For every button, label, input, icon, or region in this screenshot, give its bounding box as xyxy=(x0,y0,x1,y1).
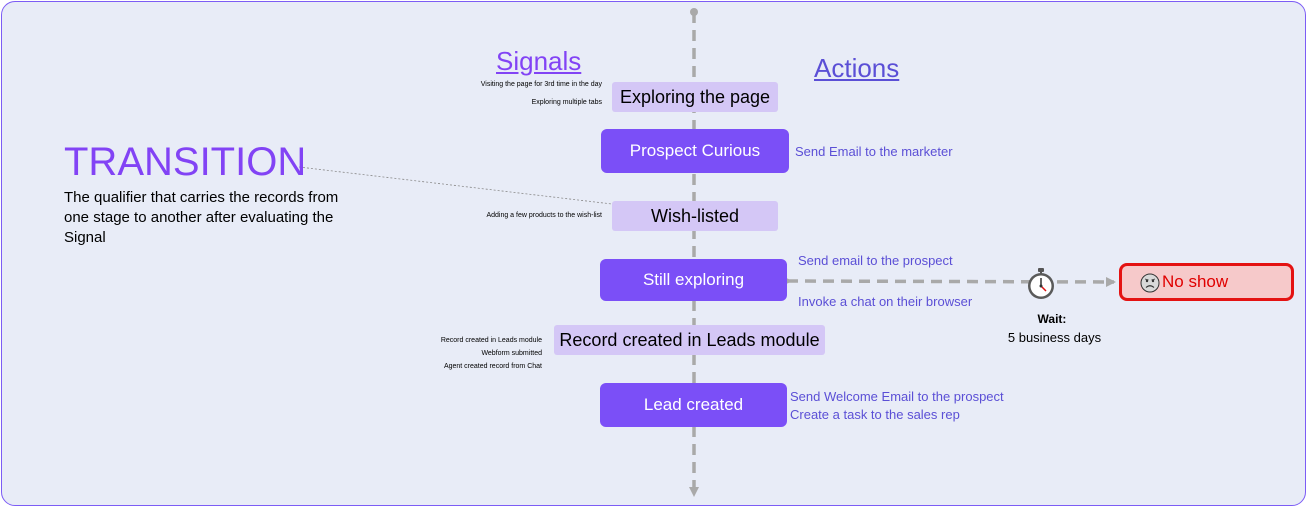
no-show-label: No show xyxy=(1162,272,1229,291)
wait-duration: 5 business days xyxy=(1007,330,1102,345)
action-text: Send Welcome Email to the prospect xyxy=(790,389,1004,404)
stage-still-exploring: Still exploring xyxy=(600,259,787,301)
signal-box-wish-listed: Wish-listed xyxy=(612,201,778,231)
action-text: Send Email to the marketer xyxy=(795,144,953,159)
action-text: Create a task to the sales rep xyxy=(790,407,960,422)
transition-title: TRANSITION xyxy=(64,140,307,184)
actions-heading: Actions xyxy=(814,53,900,83)
transition-callout-line xyxy=(298,166,613,205)
signal-text: Visiting the page for 3rd time in the da… xyxy=(480,81,602,88)
no-show-branch-arrow xyxy=(786,276,1116,287)
no-show-outcome: No show xyxy=(1119,263,1294,301)
stage-prospect-curious: Prospect Curious xyxy=(601,129,789,173)
action-text: Send email to the prospect xyxy=(798,253,953,268)
action-text: Invoke a chat on their browser xyxy=(798,294,973,309)
stage-lead-created: Lead created xyxy=(600,383,787,427)
signal-text: Adding a few products to the wish-list xyxy=(486,212,602,219)
signal-text: Agent created record from Chat xyxy=(443,363,542,370)
signal-text: Exploring multiple tabs xyxy=(531,99,602,106)
signal-box-exploring-page: Exploring the page xyxy=(612,82,778,112)
signal-box-record-created: Record created in Leads module xyxy=(554,325,825,355)
stopwatch-icon xyxy=(1028,268,1054,299)
sad-face-icon xyxy=(1140,273,1160,293)
transition-description: The qualifier that carries the records f… xyxy=(64,189,339,246)
wait-label: Wait: xyxy=(1037,312,1067,326)
signal-text: Webform submitted xyxy=(481,350,542,357)
signals-heading: Signals xyxy=(496,46,582,76)
signal-text: Record created in Leads module xyxy=(440,337,542,344)
